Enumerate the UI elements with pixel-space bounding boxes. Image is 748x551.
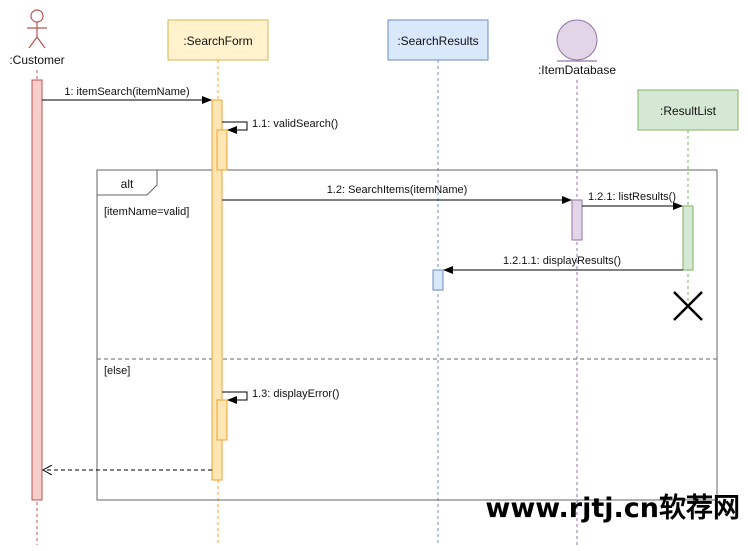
- result-list-box: [637, 89, 739, 131]
- customer-activation: [31, 79, 43, 501]
- search-results-box: [387, 19, 489, 61]
- display-error-activation: [216, 399, 228, 441]
- alt-fragment: [96, 169, 718, 501]
- search-form-activation: [211, 99, 223, 481]
- item-database-label: :ItemDatabase: [538, 63, 616, 77]
- watermark: www.rjtj.cn软荐网: [485, 493, 740, 524]
- item-database-entity-icon: [556, 19, 598, 61]
- alt-operator-label: alt: [121, 177, 134, 191]
- guard-else-label: [else]: [104, 365, 130, 377]
- message-1-2-1-1-label: 1.2.1.1: displayResults(): [503, 255, 621, 267]
- message-1-label: 1: itemSearch(itemName): [64, 86, 189, 98]
- result-list-activation: [682, 205, 694, 271]
- search-form-label: :SearchForm: [183, 34, 252, 48]
- message-1-1-arrow: [222, 121, 248, 134]
- item-database-activation: [571, 199, 583, 241]
- message-1-3-label: 1.3: displayError(): [252, 388, 339, 400]
- destroy-x-icon: [673, 291, 703, 321]
- customer-actor-icon: [27, 9, 47, 49]
- message-1-3-arrow: [222, 391, 248, 404]
- search-form-box: [167, 19, 269, 61]
- guard-valid-label: [itemName=valid]: [104, 206, 189, 218]
- customer-label: :Customer: [9, 53, 64, 67]
- result-list-label: :ResultList: [660, 104, 717, 118]
- valid-search-activation: [216, 129, 228, 171]
- search-results-label: :SearchResults: [397, 34, 478, 48]
- message-1-1-label: 1.1: validSearch(): [252, 118, 338, 130]
- message-1-2-label: 1.2: SearchItems(itemName): [327, 184, 468, 196]
- search-results-activation: [432, 269, 444, 291]
- message-1-2-1-label: 1.2.1: listResults(): [588, 191, 676, 203]
- alt-operator-tab: [96, 169, 158, 196]
